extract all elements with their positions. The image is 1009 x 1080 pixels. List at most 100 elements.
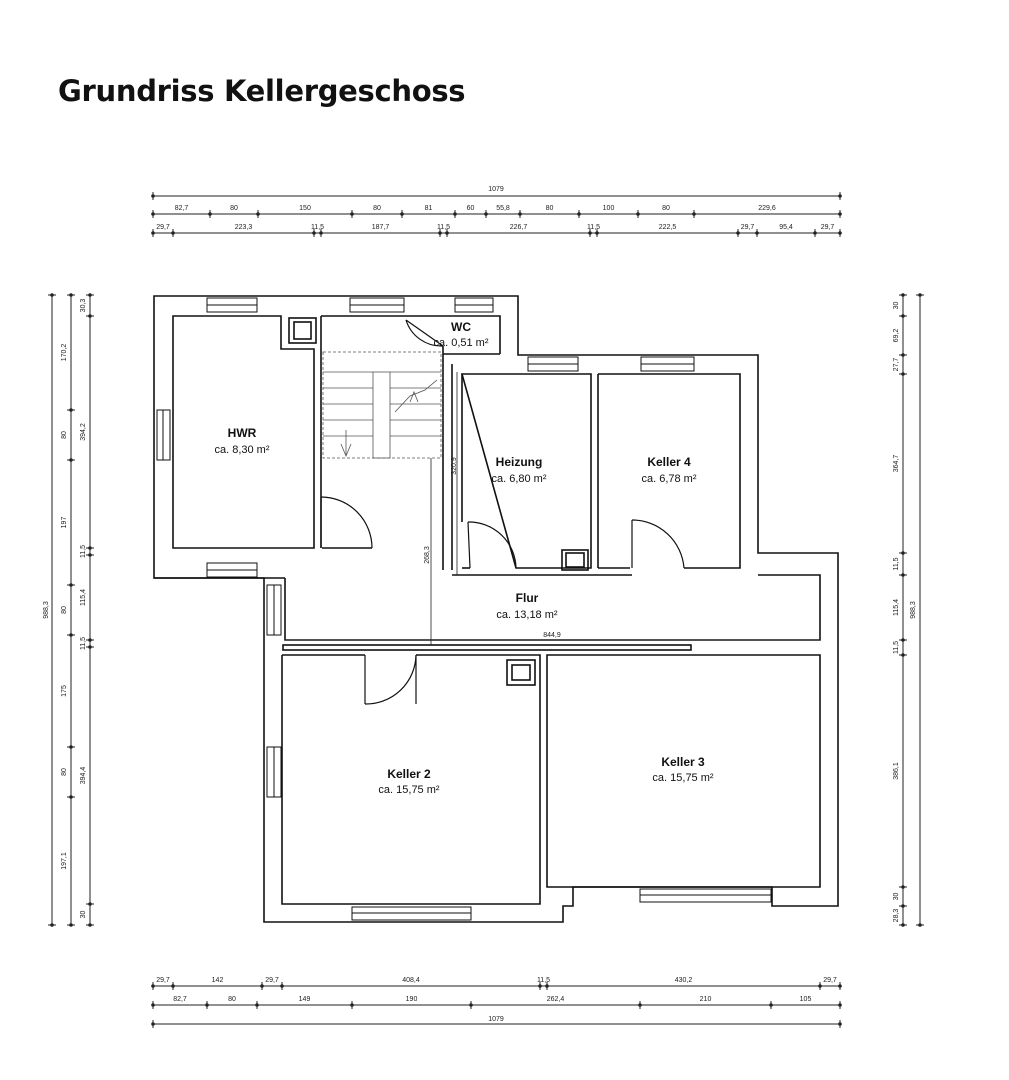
room-label-keller-3: Keller 3 ca. 15,75 m² xyxy=(652,755,713,784)
dimension-tick-dot xyxy=(545,984,549,988)
dimension-label: 80 xyxy=(546,205,554,212)
dimension-label: 55,8 xyxy=(496,205,510,212)
dimension-tick-dot xyxy=(256,212,260,216)
dimension-tick-dot xyxy=(818,984,822,988)
dimension-label: 105 xyxy=(800,996,812,1003)
dimension-tick-dot xyxy=(577,212,581,216)
dimension-tick-dot xyxy=(838,1022,842,1026)
dimension-label: 408,4 xyxy=(402,977,420,984)
dimension-tick-dot xyxy=(901,293,905,297)
dimension-tick-dot xyxy=(838,1003,842,1007)
dimension-tick-dot xyxy=(88,923,92,927)
dimension-label: 11,5 xyxy=(437,224,450,231)
dim-flur-depth: 268,3 xyxy=(424,546,431,564)
dimension-tick-dot xyxy=(595,231,599,235)
dimension-label: 28,3 xyxy=(893,909,900,923)
dimension-label: 197,1 xyxy=(61,852,68,870)
dimension-label: 80 xyxy=(230,205,238,212)
dimension-label: 29,7 xyxy=(156,224,170,231)
dimension-tick-dot xyxy=(69,408,73,412)
top-dimension-chains xyxy=(151,192,842,237)
dimension-tick-dot xyxy=(88,546,92,550)
dimension-tick-dot xyxy=(151,1003,155,1007)
dimension-tick-dot xyxy=(901,314,905,318)
doors xyxy=(320,319,685,705)
dimension-tick-dot xyxy=(538,984,542,988)
room-name: HWR xyxy=(228,426,257,440)
room-name: Heizung xyxy=(496,455,543,469)
dimension-label: 30 xyxy=(893,302,900,310)
dimension-tick-dot xyxy=(151,984,155,988)
dimension-label: 80 xyxy=(61,606,68,614)
dimension-label: 80 xyxy=(662,205,670,212)
room-area: ca. 15,75 m² xyxy=(652,772,713,784)
dimension-label: 394,2 xyxy=(80,423,87,441)
dimension-tick-dot xyxy=(838,212,842,216)
room-name: Keller 2 xyxy=(387,767,431,781)
dimension-label: 364,7 xyxy=(893,455,900,473)
dimension-tick-dot xyxy=(838,231,842,235)
dimension-tick-dot xyxy=(813,231,817,235)
dimension-tick-dot xyxy=(918,293,922,297)
dimension-tick-dot xyxy=(69,583,73,587)
dimension-tick-dot xyxy=(50,293,54,297)
dimension-tick-dot xyxy=(518,212,522,216)
dimension-tick-dot xyxy=(205,1003,209,1007)
dimension-tick-dot xyxy=(88,902,92,906)
dimension-tick-dot xyxy=(88,314,92,318)
room-area: ca. 13,18 m² xyxy=(496,609,557,621)
dimension-label: 29,7 xyxy=(265,977,279,984)
dimension-tick-dot xyxy=(636,212,640,216)
dimension-tick-dot xyxy=(769,1003,773,1007)
dimension-label: 95,4 xyxy=(779,224,793,231)
dimension-label: 100 xyxy=(603,205,615,212)
dimension-tick-dot xyxy=(69,745,73,749)
dimension-tick-dot xyxy=(692,212,696,216)
dimension-tick-dot xyxy=(69,293,73,297)
dimension-label: 29,7 xyxy=(741,224,755,231)
dimension-tick-dot xyxy=(438,231,442,235)
dimension-label: 27,7 xyxy=(893,358,900,372)
dimension-tick-dot xyxy=(171,231,175,235)
dim-top-total: 1079 xyxy=(488,186,504,193)
dimension-label: 82,7 xyxy=(173,996,187,1003)
dimension-label: 30 xyxy=(893,893,900,901)
dimension-tick-dot xyxy=(350,212,354,216)
dim-left-total: 988,3 xyxy=(43,601,50,619)
room-area: ca. 6,80 m² xyxy=(491,473,546,485)
dimension-tick-dot xyxy=(901,904,905,908)
staircase xyxy=(322,351,442,459)
windows xyxy=(156,297,772,921)
room-label-flur: Flur ca. 13,18 m² xyxy=(496,591,557,621)
dim-flur-length: 844,9 xyxy=(543,632,561,639)
dimension-label: 394,4 xyxy=(80,767,87,785)
dimension-tick-dot xyxy=(151,231,155,235)
room-area: ca. 8,30 m² xyxy=(214,444,269,456)
dimension-tick-dot xyxy=(208,212,212,216)
dimension-label: 229,6 xyxy=(758,205,776,212)
dimension-tick-dot xyxy=(350,1003,354,1007)
left-dimension-chains xyxy=(48,293,94,927)
dimension-label: 115,4 xyxy=(80,589,87,606)
dimension-label: 142 xyxy=(212,977,224,984)
dimension-tick-dot xyxy=(445,231,449,235)
dimension-label: 11,5 xyxy=(587,224,600,231)
dimension-label: 150 xyxy=(299,205,311,212)
page-title: Grundriss Kellergeschoss xyxy=(58,74,466,108)
room-area: ca. 0,51 m² xyxy=(433,337,488,349)
room-label-keller-2: Keller 2 ca. 15,75 m² xyxy=(378,767,439,796)
dimension-tick-dot xyxy=(736,231,740,235)
dimension-tick-dot xyxy=(469,1003,473,1007)
dimension-tick-dot xyxy=(838,984,842,988)
dimension-tick-dot xyxy=(901,653,905,657)
dimension-tick-dot xyxy=(280,984,284,988)
dimension-tick-dot xyxy=(88,293,92,297)
dimension-label: 11,5 xyxy=(893,641,900,654)
dimension-label: 190 xyxy=(406,996,418,1003)
dimension-tick-dot xyxy=(151,194,155,198)
room-label-wc: WC ca. 0,51 m² xyxy=(433,320,488,349)
dimension-label: 81 xyxy=(425,205,433,212)
room-name: Keller 3 xyxy=(661,755,705,769)
dimension-label: 187,7 xyxy=(372,224,390,231)
dimension-label: 175 xyxy=(61,685,68,697)
